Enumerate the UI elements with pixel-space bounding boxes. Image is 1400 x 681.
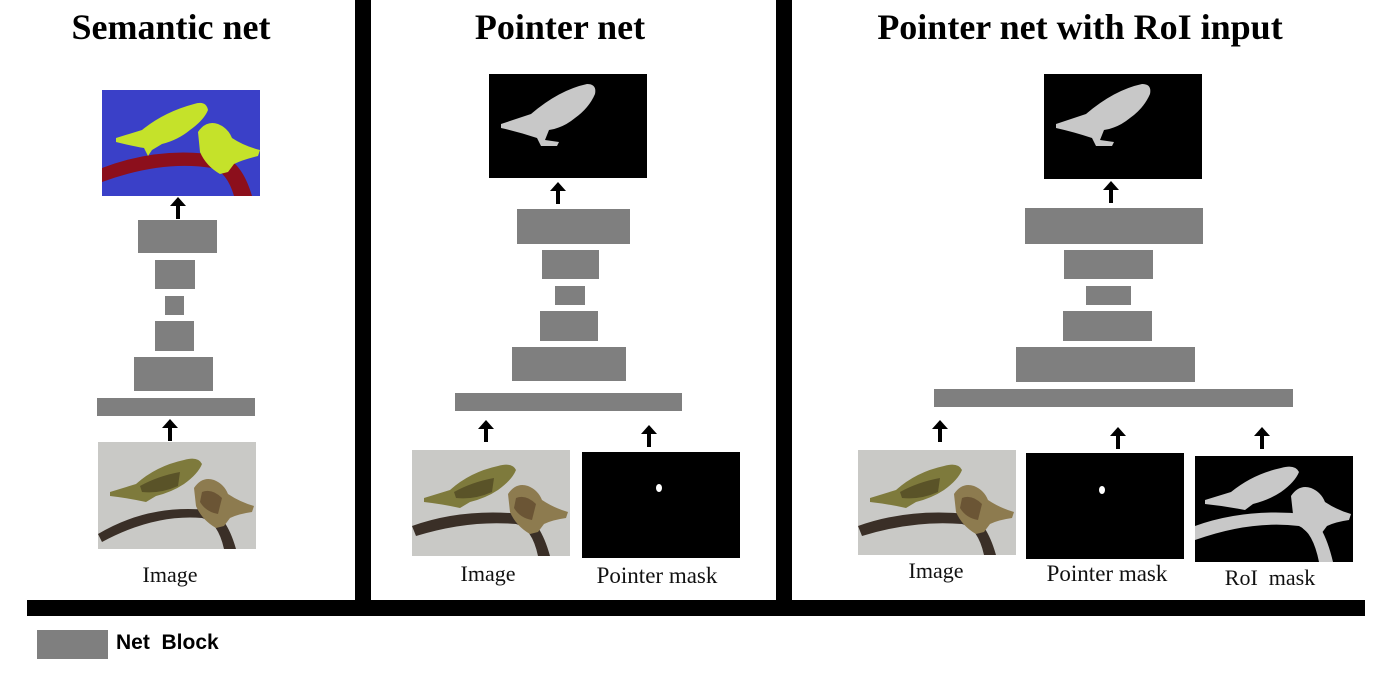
net-block (1064, 250, 1153, 279)
net-block (1086, 286, 1131, 305)
net-block (540, 311, 598, 341)
net-block (97, 398, 255, 416)
net-block (512, 347, 626, 381)
up-arrow-icon (1254, 427, 1270, 449)
net-block (155, 321, 194, 351)
pointer-mask-image (582, 452, 740, 558)
net-block (1063, 311, 1152, 341)
roi-mask-image (1195, 456, 1353, 562)
panel-divider-right (776, 0, 792, 602)
pointer-roi-output-mask (1044, 74, 1202, 179)
net-block (165, 296, 184, 315)
net-block (138, 220, 217, 253)
roi-mask-caption: RoI mask (1224, 565, 1316, 590)
net-block (1025, 208, 1203, 244)
panel-baseline (27, 600, 1365, 616)
panel-divider-left (355, 0, 371, 602)
pointer-image-caption: Image (460, 561, 516, 586)
pointer-mask-image (1026, 453, 1184, 559)
pointer-mask-caption: Pointer mask (596, 563, 718, 588)
semantic-segmentation-output (102, 90, 260, 196)
input-bird-image (98, 442, 256, 549)
up-arrow-icon (1103, 181, 1119, 203)
up-arrow-icon (550, 182, 566, 204)
net-block (517, 209, 630, 244)
net-block (155, 260, 195, 289)
up-arrow-icon (641, 425, 657, 447)
input-bird-image (412, 450, 570, 556)
pointer-roi-net-title: Pointer net with RoI input (877, 7, 1283, 47)
up-arrow-icon (1110, 427, 1126, 449)
up-arrow-icon (162, 419, 178, 441)
up-arrow-icon (170, 197, 186, 219)
up-arrow-icon (932, 420, 948, 442)
net-block (134, 357, 213, 391)
net-block (934, 389, 1293, 407)
semantic-net-title: Semantic net (71, 7, 271, 47)
pointer-net-title: Pointer net (474, 7, 646, 47)
net-block (542, 250, 599, 279)
up-arrow-icon (478, 420, 494, 442)
legend-net-block-label: Net Block (116, 631, 219, 654)
legend-net-block-swatch (37, 630, 108, 659)
input-bird-image (858, 450, 1016, 555)
net-block (1016, 347, 1195, 382)
semantic-image-caption: Image (142, 562, 198, 587)
roi-panel-pointer-mask-caption: Pointer mask (1046, 561, 1168, 586)
roi-panel-image-caption: Image (908, 558, 964, 583)
pointer-output-mask (489, 74, 647, 178)
net-block (555, 286, 585, 305)
net-block (455, 393, 682, 411)
